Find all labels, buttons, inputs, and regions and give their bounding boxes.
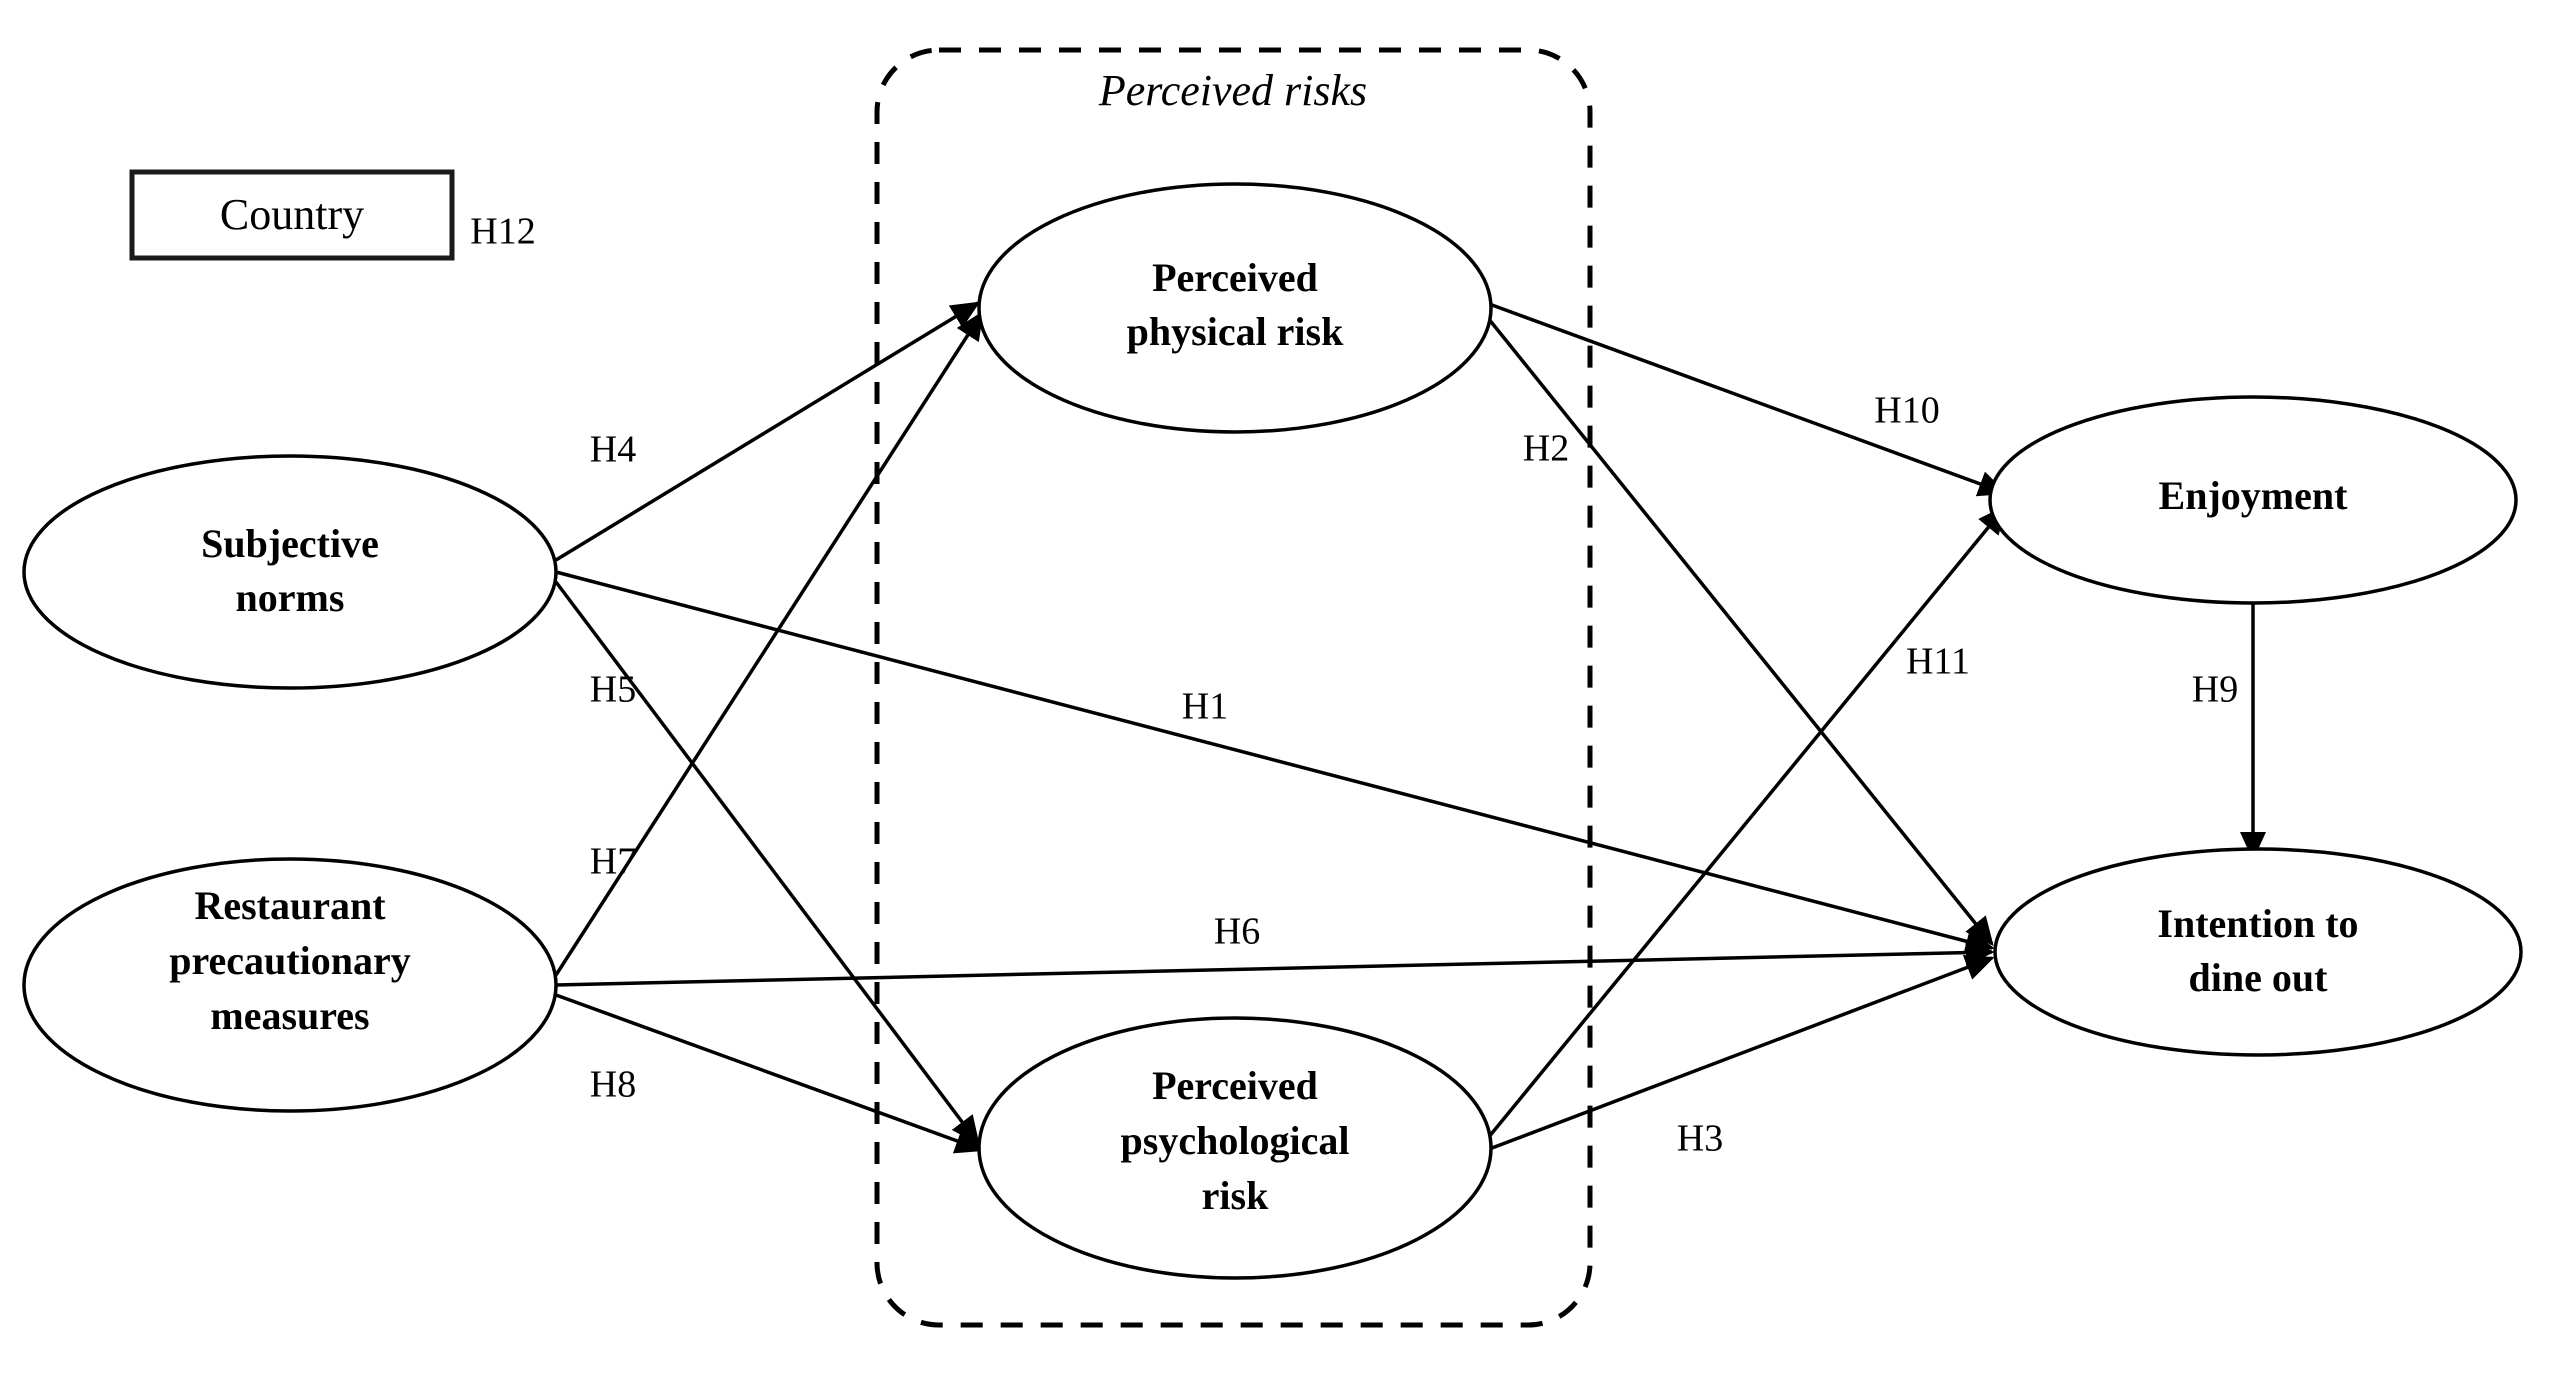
edge-h1 — [555, 570, 1995, 955]
node-subjective-norms-label-line-2: norms — [236, 575, 345, 620]
perceived-risks-group-label: Perceived risks — [1098, 66, 1367, 115]
node-intention-to-dine-out[interactable] — [1993, 847, 2523, 1057]
node-restaurant-precautionary-measures-label-line-2: precautionary — [169, 938, 410, 983]
edge-h3 — [1491, 955, 1995, 1150]
hypothesis-label-h9: H9 — [2192, 669, 2238, 711]
edge-h10 — [1491, 303, 2008, 497]
hypothesis-label-h1: H1 — [1182, 686, 1228, 728]
edge-h2 — [1486, 316, 1994, 947]
node-restaurant-precautionary-measures-label-line-1: Restaurant — [194, 883, 386, 928]
edge-h6 — [555, 939, 1995, 987]
node-intention-to-dine-out-label-line-2: dine out — [2189, 955, 2329, 1000]
node-perceived-physical-risk[interactable] — [977, 182, 1493, 434]
hypothesis-label-h12: H12 — [470, 211, 535, 253]
edge-h11 — [1486, 504, 2007, 1140]
edge-h4 — [555, 301, 981, 562]
hypothesis-label-h6: H6 — [1214, 911, 1260, 953]
node-restaurant-precautionary-measures[interactable] — [22, 857, 558, 1113]
node-enjoyment-label-line-1: Enjoyment — [2159, 473, 2349, 518]
node-perceived-physical-risk-label-line-2: physical risk — [1127, 309, 1344, 354]
edge-h7 — [554, 310, 984, 976]
hypothesis-label-h3: H3 — [1677, 1118, 1723, 1160]
hypothesis-label-h7: H7 — [590, 841, 636, 883]
node-subjective-norms-label-line-1: Subjective — [201, 521, 379, 566]
node-perceived-physical-risk-label-line-1: Perceived — [1152, 255, 1318, 300]
node-perceived-psychological-risk[interactable] — [977, 1016, 1493, 1280]
edge-h8 — [555, 993, 985, 1154]
edge-h5 — [554, 580, 980, 1146]
hypothesis-label-h8: H8 — [590, 1064, 636, 1106]
hypothesis-label-h4: H4 — [590, 429, 636, 471]
node-perceived-psychological-risk-label-line-3: risk — [1202, 1173, 1269, 1218]
node-country-box[interactable] — [129, 169, 455, 261]
node-subjective-norms[interactable] — [22, 454, 558, 690]
node-intention-to-dine-out-label-line-1: Intention to — [2157, 901, 2358, 946]
hypothesis-label-h5: H5 — [590, 669, 636, 711]
node-restaurant-precautionary-measures-label-line-3: measures — [210, 993, 369, 1038]
node-perceived-psychological-risk-label-line-2: psychological — [1121, 1118, 1350, 1163]
hypothesis-label-h11: H11 — [1906, 641, 1970, 683]
node-perceived-psychological-risk-label-line-1: Perceived — [1152, 1063, 1318, 1108]
node-country-label: Country — [220, 190, 364, 239]
perceived-risks-group-box — [874, 47, 1593, 1328]
node-enjoyment[interactable] — [1988, 395, 2518, 605]
hypothesis-label-h10: H10 — [1874, 390, 1939, 432]
hypothesis-label-h2: H2 — [1523, 428, 1569, 470]
